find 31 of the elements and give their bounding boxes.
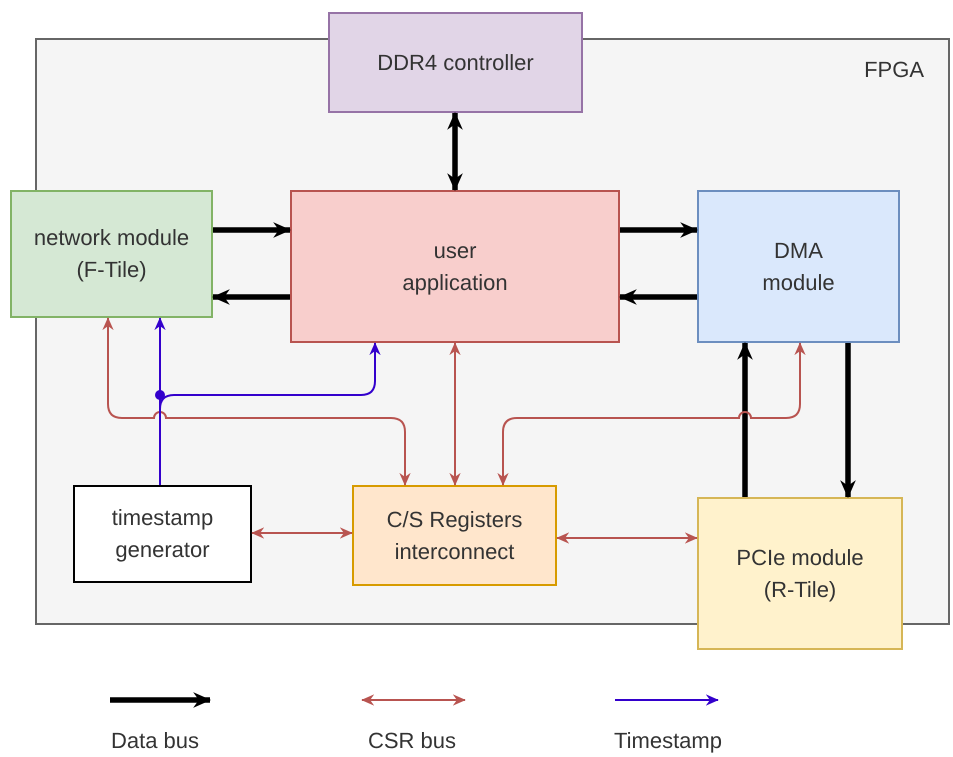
- arrow: [447, 112, 463, 192]
- arrow: [449, 342, 461, 486]
- generator-box: [73, 485, 252, 583]
- arrow: [251, 527, 353, 539]
- node-label: PCIe module (R-Tile): [735, 544, 865, 604]
- arrow: [212, 289, 290, 305]
- arrow: [102, 317, 411, 486]
- node-label: C/S Registers interconnect: [386, 506, 524, 566]
- node-label: timestamp generator: [110, 504, 214, 564]
- application-box: [290, 190, 620, 343]
- arrow: [497, 342, 806, 486]
- controller-box: [328, 12, 583, 113]
- node-label: DDR4 controller: [376, 48, 535, 77]
- arrow: [618, 289, 697, 305]
- legend-label: Timestamp: [613, 728, 723, 754]
- legend-label: Data bus: [110, 728, 200, 754]
- arrow: [213, 222, 292, 238]
- module-box: [697, 497, 903, 650]
- node-label: user application: [401, 236, 509, 297]
- arrow: [556, 532, 698, 544]
- module-box: [697, 190, 900, 343]
- region-label: FPGA: [864, 56, 925, 84]
- legend-label: CSR bus: [366, 728, 458, 754]
- node-label: DMA module: [761, 236, 836, 296]
- interconnect-box: [352, 485, 557, 586]
- arrow: [159, 342, 381, 485]
- module-box: [10, 190, 213, 318]
- node-label: network module (F-Tile): [32, 224, 190, 284]
- arrow: [840, 343, 856, 498]
- arrow: [737, 342, 753, 497]
- arrow: [620, 222, 698, 238]
